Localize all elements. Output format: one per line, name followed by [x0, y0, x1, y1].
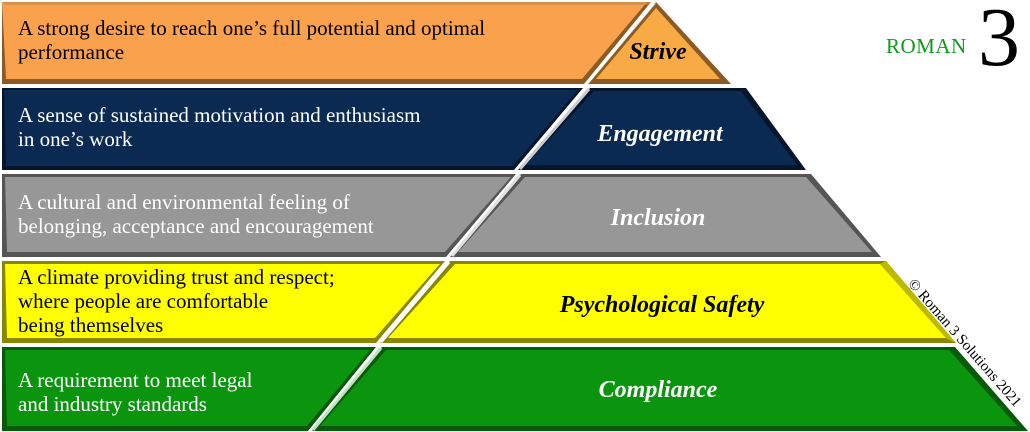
- tier-psych-safety-label: Psychological Safety: [559, 292, 765, 318]
- tier-engagement-label: Engagement: [597, 121, 723, 147]
- logo-number: 3: [978, 0, 1020, 84]
- tier-psych-safety-shapes: [2, 261, 956, 343]
- tier-compliance-label: Compliance: [598, 377, 718, 403]
- tier-strive-label: Strive: [629, 39, 687, 65]
- tier-strive-shapes: [2, 2, 731, 84]
- tier-compliance-shapes: [2, 347, 1028, 431]
- tier-psych-safety-description: A climate providing trust and respect; w…: [18, 265, 335, 337]
- tier-strive-description: A strong desire to reach one’s full pote…: [18, 16, 486, 64]
- tier-compliance-description: A requirement to meet legal and industry…: [18, 368, 253, 416]
- tier-engagement-shapes: [2, 88, 806, 170]
- logo-word: ROMAN: [886, 34, 967, 58]
- tier-engagement-description: A sense of sustained motivation and enth…: [18, 103, 421, 151]
- tier-inclusion-description: A cultural and environmental feeling of …: [18, 190, 374, 238]
- tier-inclusion-shapes: [2, 174, 881, 257]
- tier-inclusion-label: Inclusion: [610, 205, 706, 231]
